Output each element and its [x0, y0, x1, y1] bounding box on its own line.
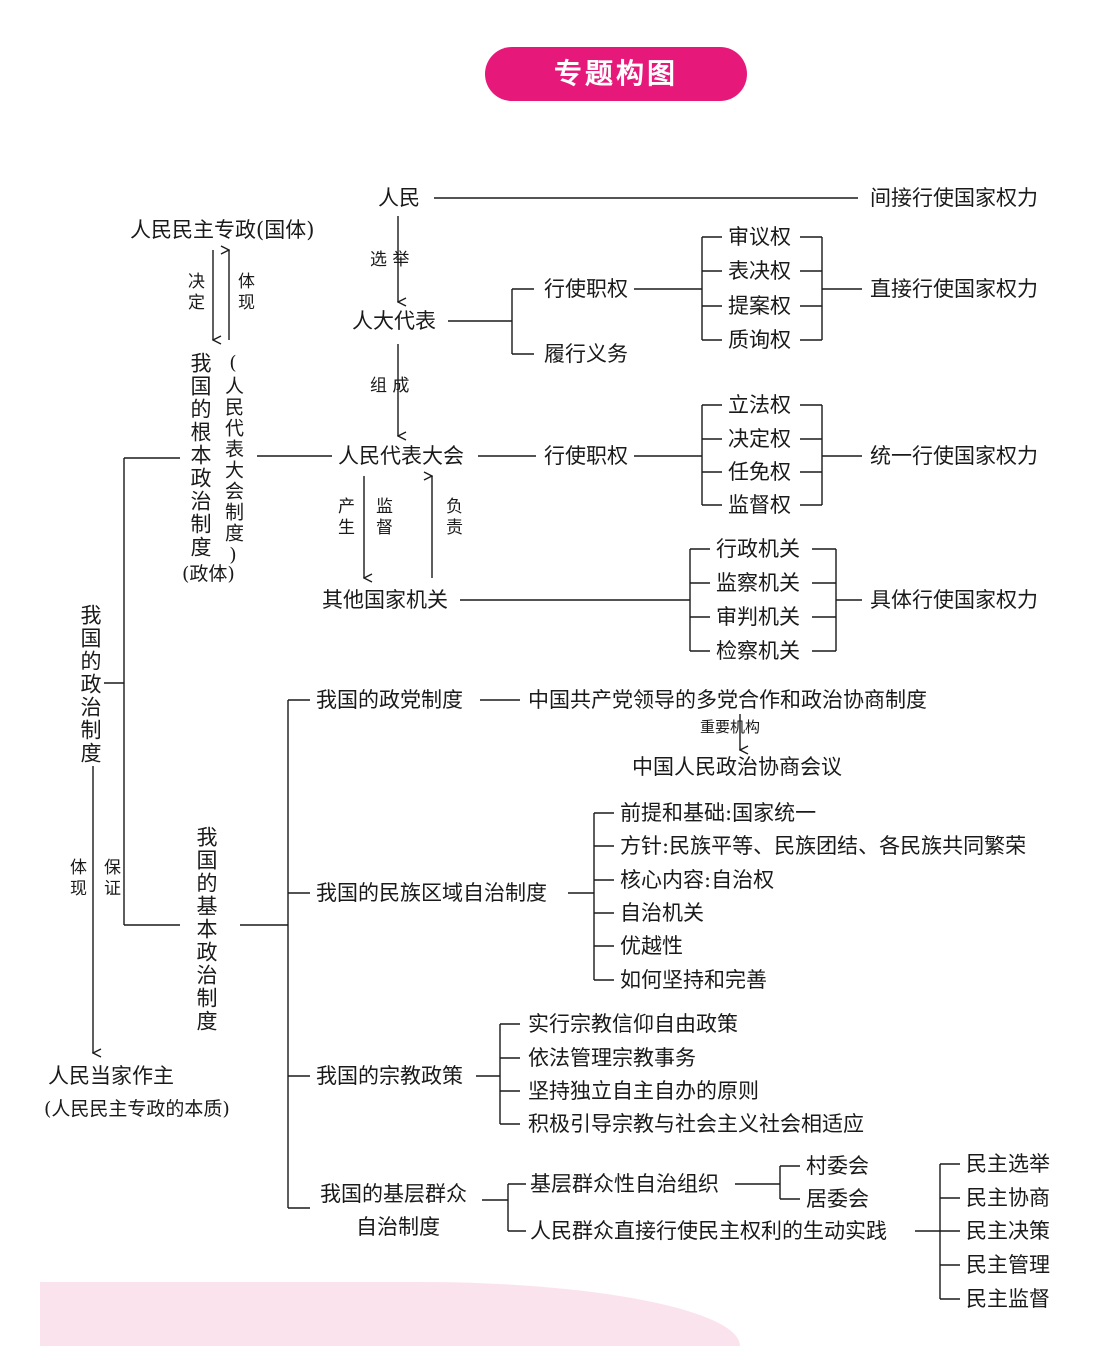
biaojue-quan: 表决权: [728, 259, 791, 283]
zhengxie-label: 中国人民政治协商会议: [632, 755, 842, 779]
zhengti-label: (政体): [182, 563, 235, 585]
dangjia-zuozhu: 人民当家作主: [48, 1064, 174, 1088]
yifa-item: 依法管理宗教事务: [528, 1046, 696, 1070]
zhongyao-label: 重要机构: [700, 718, 761, 736]
minzhu-xieshang: 民主协商: [966, 1186, 1050, 1210]
tongyi-label: 统一行使国家权力: [870, 444, 1038, 468]
minzu-zizhi: 我国的民族区域自治制度: [316, 881, 547, 905]
ruhe-item: 如何坚持和完善: [620, 968, 767, 992]
chansheng-label: 产生: [334, 497, 354, 539]
youyue-item: 优越性: [620, 934, 683, 958]
jueding-arrow-label: 决定: [184, 272, 204, 314]
rendahui-zhidu: (人民代表大会制度): [222, 352, 244, 568]
jiceng-label-1: 我国的基层群众: [320, 1182, 467, 1206]
tian-quan: 提案权: [728, 294, 791, 318]
zhijie-label: 直接行使国家权力: [870, 277, 1038, 301]
zhixun-quan: 质询权: [728, 328, 791, 352]
xingshi-zhiquan-1: 行使职权: [544, 277, 628, 301]
title-badge: 专题构图: [485, 47, 747, 101]
minzhu-jiandu: 民主监督: [966, 1287, 1050, 1311]
minzhu-guanli: 民主管理: [966, 1253, 1050, 1277]
jiandu-arrow-label: 监督: [372, 497, 392, 539]
jiji-item: 积极引导宗教与社会主义社会相适应: [528, 1112, 864, 1136]
xingzheng-jiguan: 行政机关: [716, 537, 800, 561]
renmian-quan: 任免权: [728, 460, 791, 484]
jiandu-quan: 监督权: [728, 493, 791, 517]
shenpan-jiguan: 审判机关: [716, 605, 800, 629]
lvxing-yiwu: 履行义务: [544, 342, 628, 366]
genben-zhidu: 我国的根本政治制度: [188, 352, 212, 559]
lifa-quan: 立法权: [728, 393, 791, 417]
zizhi-item: 自治机关: [620, 901, 704, 925]
xingshi-zhiquan-2: 行使职权: [544, 444, 628, 468]
tixian-arrow-label: 体现: [234, 272, 254, 314]
zucheng-label: 组 成: [370, 376, 410, 396]
fuze-label: 负责: [442, 497, 462, 539]
rendadaibiao-node: 人大代表: [352, 309, 436, 333]
fangzhen-item: 方针:民族平等、民族团结、各民族共同繁荣: [620, 834, 1027, 858]
hexin-item: 核心内容:自治权: [620, 868, 775, 892]
cunwei-item: 村委会: [806, 1154, 869, 1178]
zhonggong-label: 中国共产党领导的多党合作和政治协商制度: [528, 688, 927, 712]
jueding-quan: 决定权: [728, 427, 791, 451]
jianjie-label: 间接行使国家权力: [870, 186, 1038, 210]
jiben-zhidu: 我国的基本政治制度: [194, 826, 218, 1033]
shenyi-quan: 审议权: [728, 225, 791, 249]
zhengdang-zhidu: 我国的政党制度: [316, 688, 463, 712]
benzhi-label: (人民民主专政的本质): [44, 1098, 230, 1120]
jianchajg-jiguan: 检察机关: [716, 639, 800, 663]
jiceng-label-2: 自治制度: [356, 1215, 440, 1239]
minzhu-juece: 民主决策: [966, 1219, 1050, 1243]
juti-label: 具体行使国家权力: [870, 588, 1038, 612]
shijian-label: 人民群众直接行使民主权利的生动实践: [530, 1219, 887, 1243]
zhengzhi-zhidu: 我国的政治制度: [78, 604, 102, 765]
renmin-node: 人民: [378, 186, 420, 210]
shixing-item: 实行宗教信仰自由政策: [528, 1012, 738, 1036]
rendahui-node: 人民代表大会: [338, 444, 464, 468]
xuanju-label: 选 举: [370, 250, 410, 270]
jianchi-item: 坚持独立自主自办的原则: [528, 1079, 759, 1103]
qianti-item: 前提和基础:国家统一: [620, 801, 817, 825]
zhuanzheng-node: 人民民主专政(国体): [130, 218, 315, 242]
minzhu-xuanju: 民主选举: [966, 1152, 1050, 1176]
qita-jiguan: 其他国家机关: [322, 588, 448, 612]
baozheng-label: 保证: [100, 858, 120, 900]
jiancha-jiguan: 监察机关: [716, 571, 800, 595]
zongjiao-zhengce: 我国的宗教政策: [316, 1064, 463, 1088]
juwei-item: 居委会: [806, 1187, 869, 1211]
jiceng-zuzhi: 基层群众性自治组织: [530, 1172, 719, 1196]
tixian-label-2: 体现: [66, 858, 86, 900]
